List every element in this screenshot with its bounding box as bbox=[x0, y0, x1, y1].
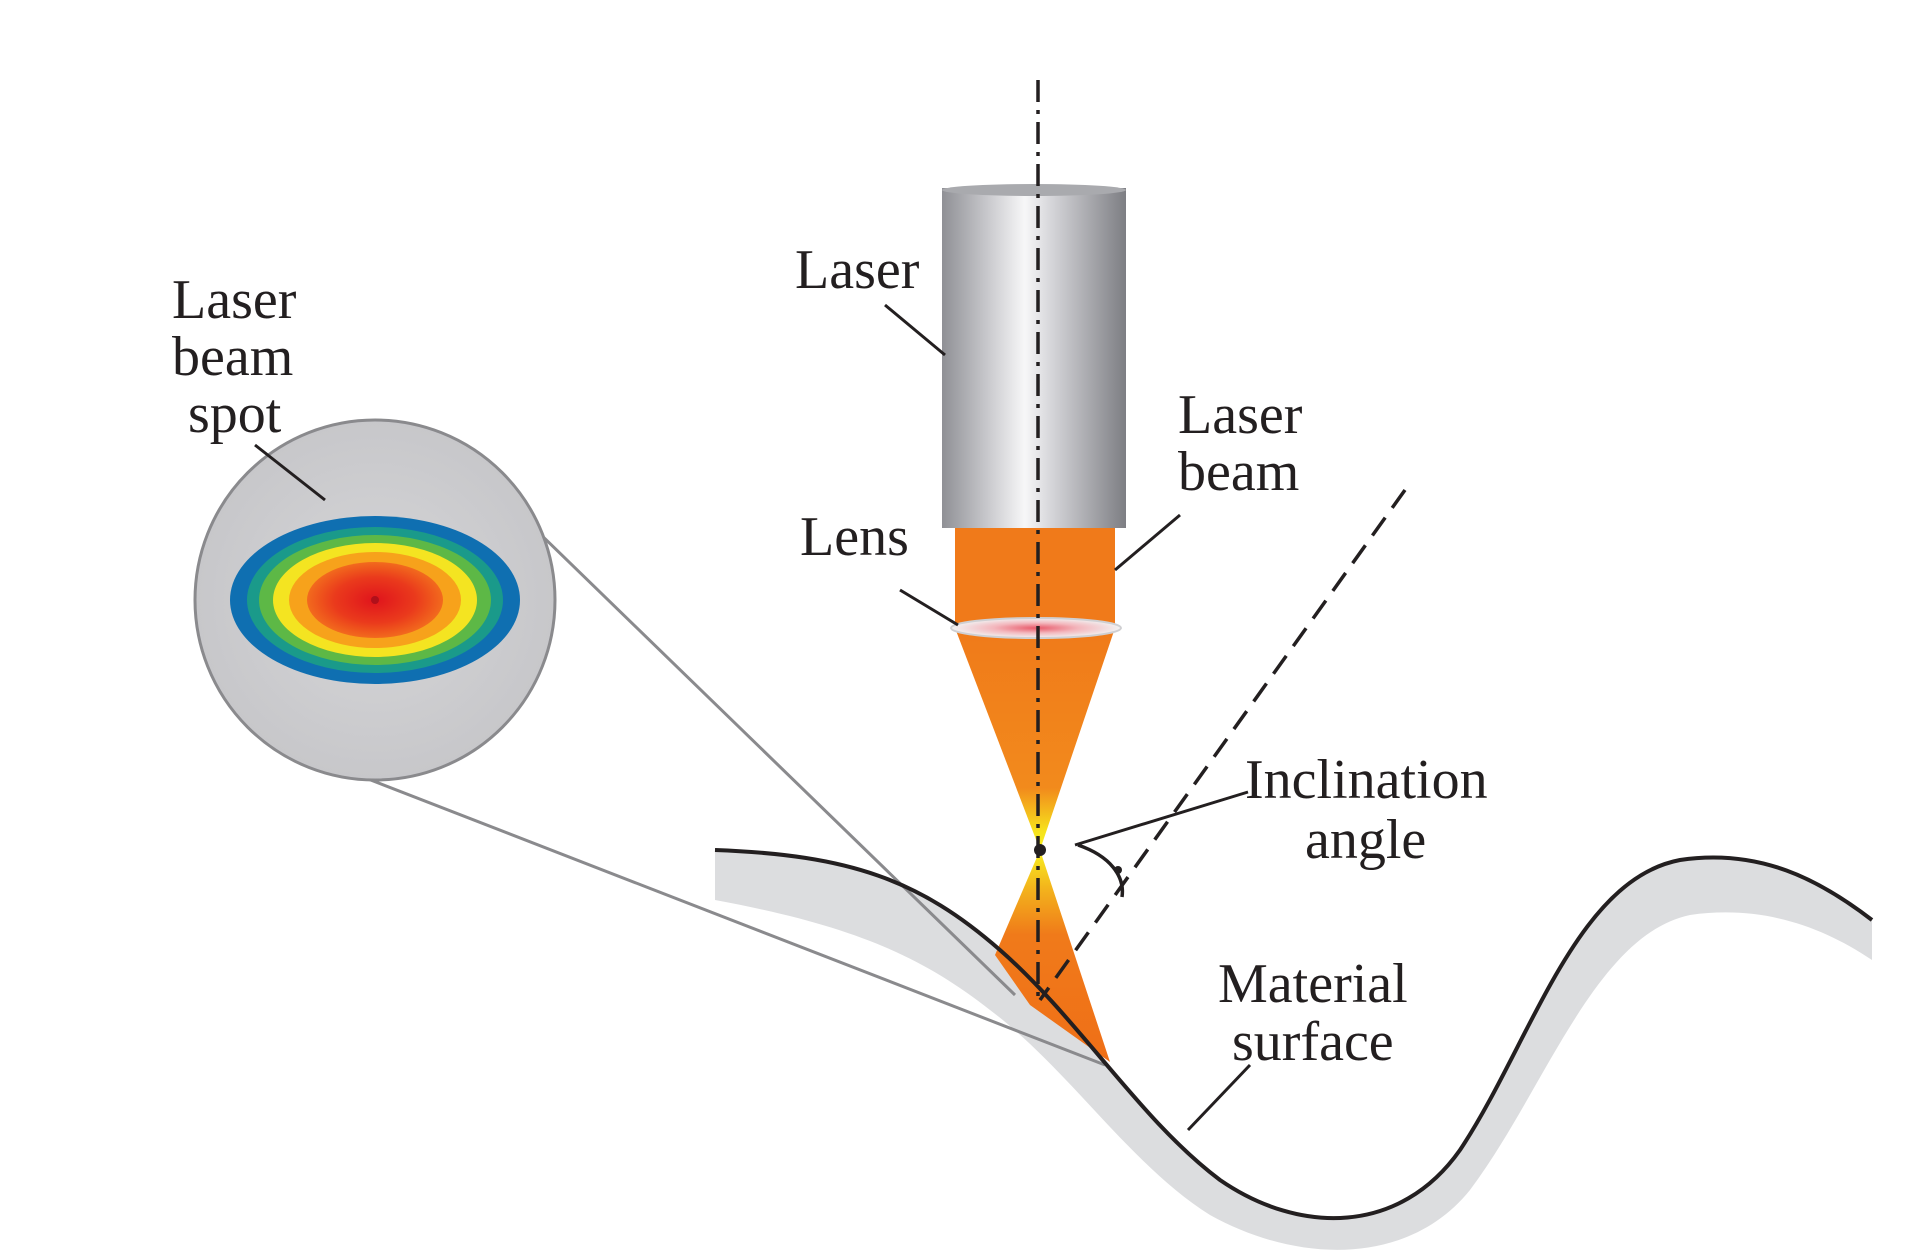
laser-body bbox=[942, 188, 1126, 528]
surface-normal bbox=[1038, 488, 1407, 1002]
inclination-angle-arc bbox=[1077, 843, 1125, 898]
spot-label-line2: beam bbox=[172, 326, 293, 388]
leader-beam bbox=[1114, 513, 1181, 572]
leader-inclination bbox=[1074, 790, 1249, 847]
leader-laser bbox=[884, 303, 946, 357]
leader-surface bbox=[1186, 1063, 1252, 1132]
magnifier-line-upper bbox=[498, 493, 1017, 997]
beam-label-line1: Laser bbox=[1178, 384, 1303, 446]
beam-label-line2: beam bbox=[1178, 441, 1299, 503]
spot-label-line1: Laser bbox=[172, 269, 297, 331]
leader-spot bbox=[254, 443, 326, 502]
spot-label-line3: spot bbox=[188, 383, 282, 445]
spot-center bbox=[371, 596, 379, 604]
material-surface-band bbox=[715, 850, 1872, 1250]
magnifier-line-lower bbox=[344, 768, 1106, 1067]
laser-top-cap bbox=[942, 184, 1126, 196]
surface-label-line2: surface bbox=[1232, 1011, 1394, 1073]
material-surface-line bbox=[714, 848, 1874, 1221]
diverging-beam bbox=[995, 850, 1110, 1062]
inclination-label-line1: Inclination bbox=[1245, 749, 1488, 811]
converging-beam bbox=[955, 628, 1115, 850]
leader-lens bbox=[899, 588, 959, 627]
collimated-beam bbox=[955, 528, 1115, 628]
surface-label-line1: Material bbox=[1218, 953, 1408, 1015]
inclination-label-line2: angle bbox=[1305, 809, 1426, 871]
lens-label: Lens bbox=[800, 506, 909, 568]
lens-element bbox=[950, 617, 1122, 639]
focal-point bbox=[1034, 844, 1046, 856]
laser-label: Laser bbox=[795, 239, 920, 301]
angle-arc-dot bbox=[1114, 866, 1122, 874]
